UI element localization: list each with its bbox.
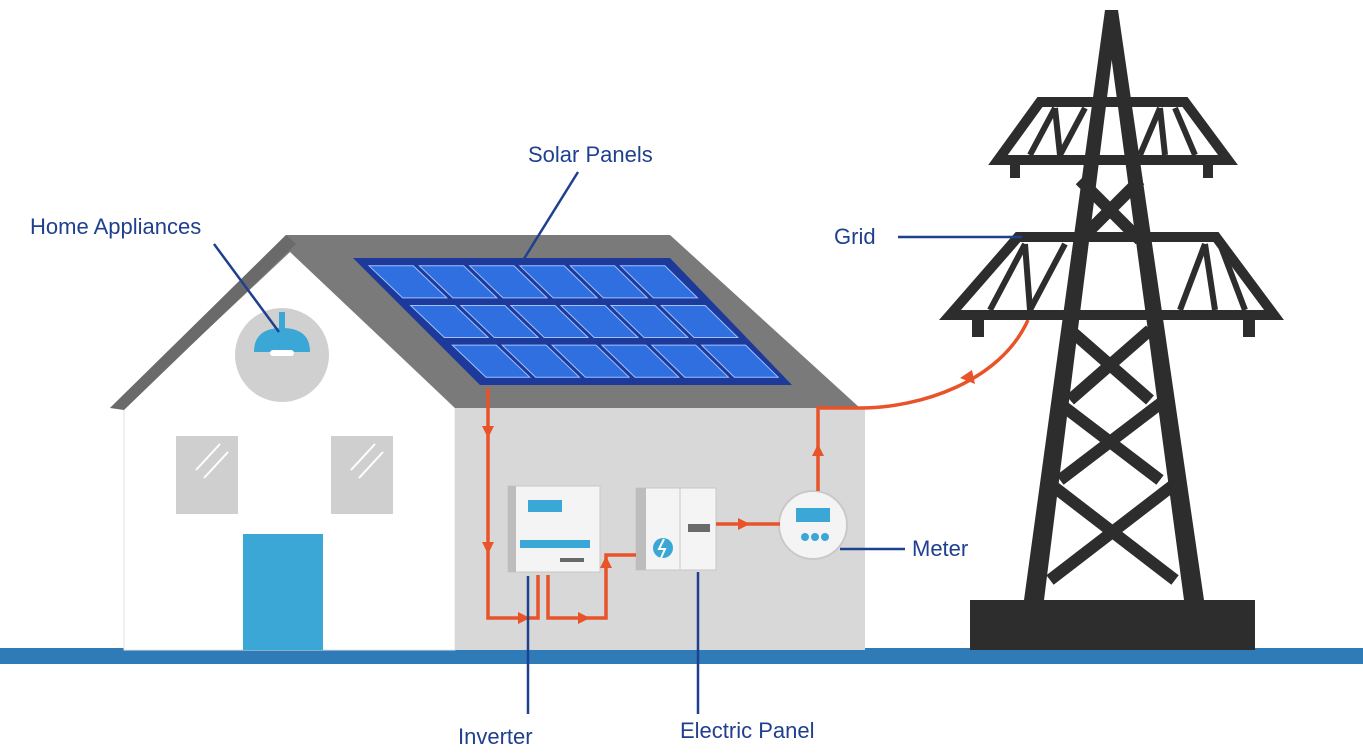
label-solar-panels: Solar Panels bbox=[528, 142, 653, 167]
solar-cell bbox=[468, 265, 549, 299]
roof-edge bbox=[110, 235, 296, 410]
solar-cell bbox=[451, 344, 531, 378]
solar-cell bbox=[569, 265, 649, 299]
solar-cell bbox=[559, 304, 640, 339]
solar-cells bbox=[367, 265, 780, 378]
solar-cell bbox=[600, 344, 681, 378]
inverter-box bbox=[507, 485, 601, 573]
window-left bbox=[176, 436, 238, 514]
solar-cell bbox=[700, 344, 780, 378]
label-electric-panel: Electric Panel bbox=[680, 718, 815, 743]
house bbox=[110, 235, 1030, 651]
label-inverter: Inverter bbox=[458, 724, 533, 749]
solar-cell bbox=[518, 265, 599, 299]
solar-cell bbox=[619, 265, 699, 299]
meter-device bbox=[778, 490, 848, 560]
leader-solar-panels bbox=[520, 171, 580, 263]
leader-home-appliances bbox=[212, 243, 281, 333]
label-meter: Meter bbox=[912, 536, 969, 561]
solar-cell bbox=[418, 265, 499, 299]
solar-cell bbox=[650, 344, 730, 378]
lamp-icon bbox=[235, 308, 329, 402]
transmission-tower bbox=[939, 10, 1284, 650]
electric-panel-box bbox=[635, 487, 717, 571]
door bbox=[243, 534, 323, 650]
solar-cell bbox=[550, 344, 631, 378]
label-home-appliances: Home Appliances bbox=[30, 214, 202, 239]
solar-cell bbox=[459, 304, 540, 339]
solar-cell bbox=[409, 304, 490, 339]
leader-lines bbox=[212, 171, 1022, 714]
solar-cell bbox=[367, 265, 449, 299]
window-right bbox=[331, 436, 393, 514]
flow-arrowheads bbox=[482, 370, 975, 624]
solar-cell bbox=[509, 304, 590, 339]
solar-array bbox=[353, 258, 792, 385]
ground-strip bbox=[0, 648, 1363, 664]
label-grid: Grid bbox=[834, 224, 876, 249]
solar-cell bbox=[659, 304, 740, 339]
solar-cell bbox=[609, 304, 690, 339]
solar-cell bbox=[500, 344, 581, 378]
